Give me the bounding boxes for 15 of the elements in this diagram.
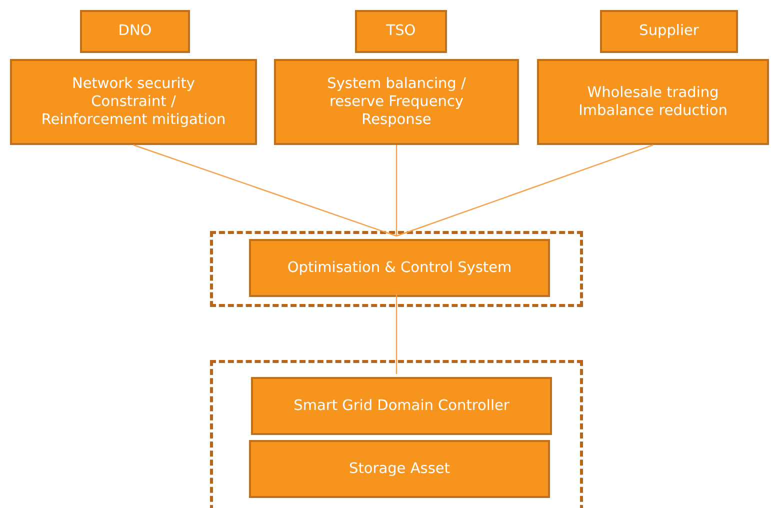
dashed-group-frame (210, 360, 583, 508)
dashed-group-frame (210, 231, 583, 307)
connector-line (396, 144, 654, 237)
process-box: Supplier (600, 10, 738, 53)
process-box: System balancing / reserve Frequency Response (274, 59, 519, 145)
connector-line (396, 294, 398, 374)
process-box: Wholesale trading Imbalance reduction (537, 59, 769, 145)
process-box: Optimisation & Control System (249, 239, 550, 297)
process-box: DNO (80, 10, 190, 53)
process-box: Storage Asset (249, 440, 550, 498)
process-box: Network security Constraint / Reinforcement mitigation (10, 59, 257, 145)
connector-line (396, 145, 398, 236)
process-box: TSO (355, 10, 447, 53)
process-box: Smart Grid Domain Controller (251, 377, 552, 435)
connector-line (133, 144, 397, 237)
